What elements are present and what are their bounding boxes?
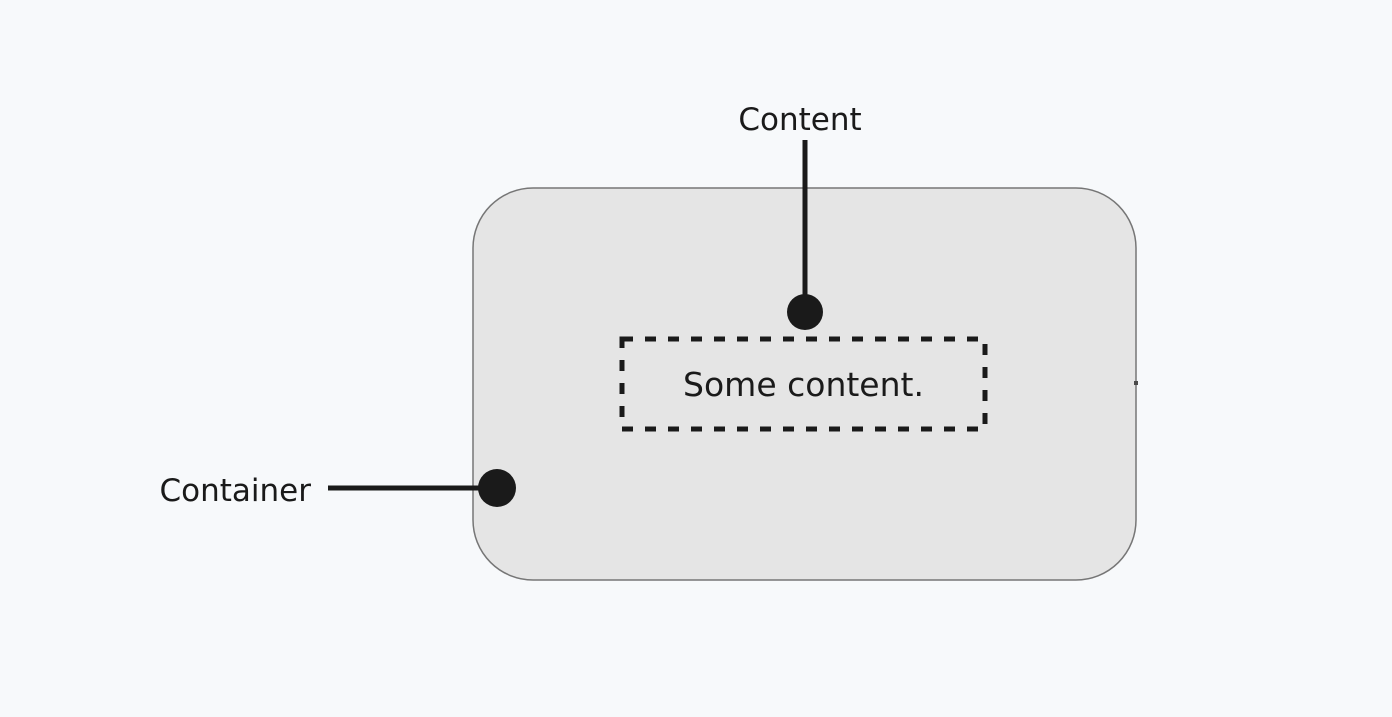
content-callout-label: Content	[738, 102, 861, 138]
right-edge-marker-icon	[1134, 381, 1138, 385]
container-callout-dot[interactable]	[478, 469, 516, 507]
content-callout-dot[interactable]	[787, 294, 823, 330]
content-box[interactable]	[619, 336, 988, 432]
container-callout-label: Container	[160, 473, 312, 509]
content-inner-text: Some content.	[683, 365, 924, 404]
